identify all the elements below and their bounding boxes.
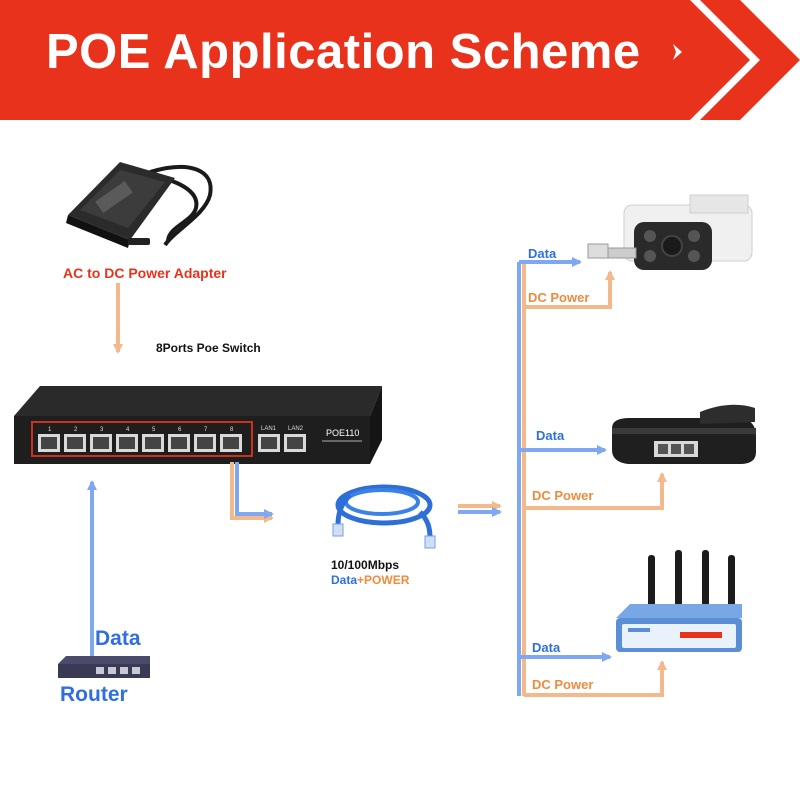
chevron-right-icon <box>673 44 682 60</box>
camera-data-label: Data <box>528 246 557 261</box>
small-router-image <box>58 656 150 678</box>
port-number: 2 <box>74 427 78 433</box>
data-arrow-switch-out <box>235 462 274 519</box>
power-arrow-wifi <box>524 660 667 697</box>
poe-switch-image: 1 2 3 4 5 6 7 8 LAN1 LAN2 POE110 <box>14 386 382 464</box>
wifi-data-label: Data <box>532 640 561 655</box>
adapter-label: AC to DC Power Adapter <box>63 265 227 281</box>
camera-power-label: DC Power <box>528 290 590 305</box>
ethernet-cable-image <box>332 484 436 549</box>
port-number: 1 <box>48 427 52 433</box>
ip-phone-image <box>612 404 756 464</box>
banner-chevron <box>700 0 800 120</box>
phone-data-label: Data <box>536 428 565 443</box>
page-title: POE Application Scheme <box>46 25 641 79</box>
power-adapter-image <box>66 162 213 248</box>
port-number: 4 <box>126 427 130 433</box>
banner-background <box>0 0 750 120</box>
power-arrow-camera <box>524 270 615 309</box>
cable-power-word: +POWER <box>357 573 410 587</box>
wifi-router-image <box>616 550 742 652</box>
port-number: 5 <box>152 427 156 433</box>
port-number: 3 <box>100 427 104 433</box>
router-data-label: Data <box>95 627 141 650</box>
switch-label: 8Ports Poe Switch <box>156 341 261 355</box>
power-arrow-phone <box>524 472 667 510</box>
switch-lan-ports <box>258 434 306 452</box>
cable-data-word: Data <box>331 573 358 587</box>
port-number: 6 <box>178 427 182 433</box>
cable-data-power-label: Data+POWER <box>331 573 409 587</box>
router-label: Router <box>60 683 128 706</box>
lan-label: LAN2 <box>288 426 304 432</box>
phone-power-label: DC Power <box>532 488 594 503</box>
cable-speed-label: 10/100Mbps <box>331 558 400 572</box>
ip-camera-image <box>587 194 753 270</box>
wifi-power-label: DC Power <box>532 677 594 692</box>
lan-label: LAN1 <box>261 426 277 432</box>
power-arrow-switch-out <box>230 462 274 523</box>
switch-poe-ports <box>38 434 242 452</box>
title-banner <box>0 0 800 120</box>
svg-text:1 2 3 4: 1 2 3 4 5 6 7 8 <box>48 427 234 433</box>
svg-text:LAN1 LAN2: LAN1 LAN2 <box>261 426 304 432</box>
switch-model: POE110 <box>326 428 359 438</box>
port-number: 8 <box>230 427 234 433</box>
port-number: 7 <box>204 427 208 433</box>
